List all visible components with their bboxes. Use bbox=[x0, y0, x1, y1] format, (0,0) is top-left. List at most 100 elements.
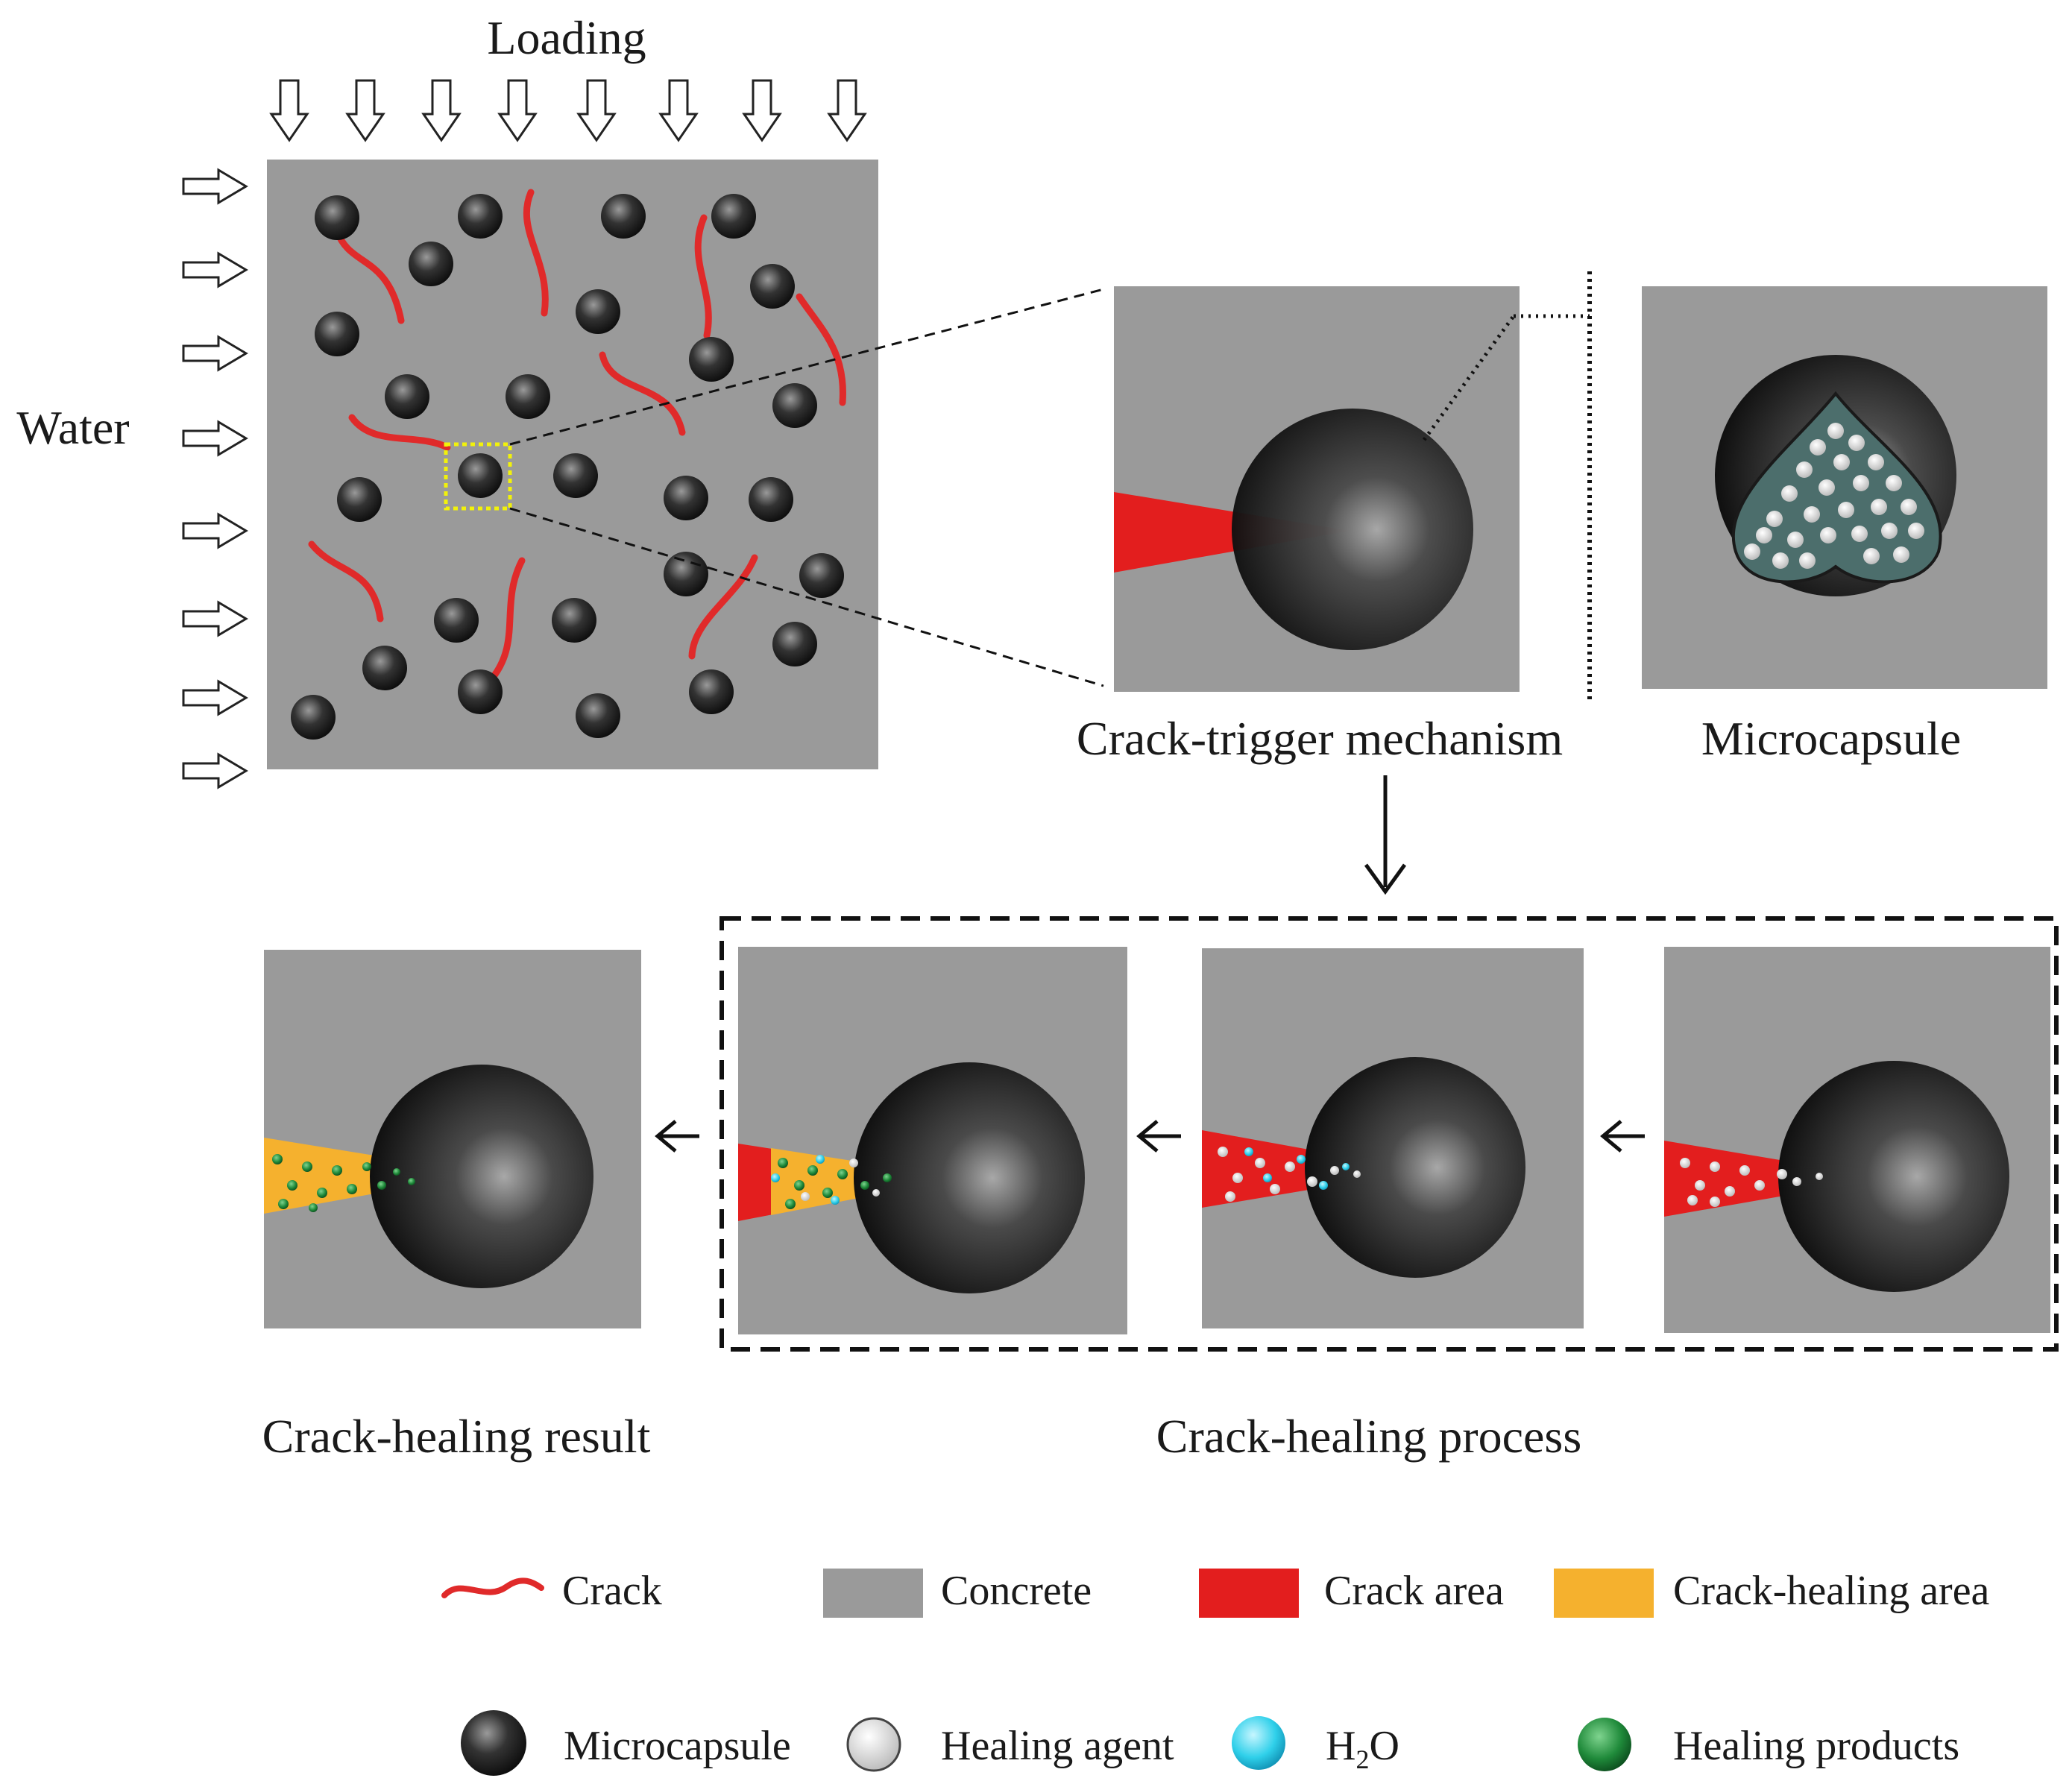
microcapsule-icon bbox=[799, 553, 844, 598]
healing-agent-droplets bbox=[1744, 423, 1924, 569]
healing-stage-1 bbox=[1664, 947, 2050, 1333]
microcapsule-sphere-icon bbox=[1305, 1057, 1525, 1278]
microcapsule-icon bbox=[385, 374, 429, 419]
healing-stage-3 bbox=[738, 947, 1127, 1334]
zoom-line-bottom bbox=[509, 507, 1104, 687]
right-hollow-arrow-icon bbox=[182, 601, 248, 637]
right-hollow-arrow-icon bbox=[182, 420, 248, 456]
microcapsule-icon bbox=[552, 598, 596, 643]
legend-crack-area-label: Crack area bbox=[1324, 1568, 1504, 1614]
microcapsule-icon bbox=[772, 622, 817, 666]
crack bbox=[333, 227, 405, 324]
right-hollow-arrow-icon bbox=[182, 335, 248, 371]
microcapsule-icon bbox=[506, 374, 550, 419]
crack bbox=[694, 214, 712, 339]
legend-healing-agent-label: Healing agent bbox=[941, 1723, 1174, 1769]
concrete-swatch-icon bbox=[823, 1569, 923, 1618]
down-arrow-icon bbox=[1364, 775, 1407, 895]
microcapsule-icon bbox=[711, 194, 756, 239]
legend-healing-products-label: Healing products bbox=[1673, 1723, 1959, 1769]
down-hollow-arrow-icon bbox=[422, 79, 461, 142]
left-arrow-icon bbox=[1136, 1120, 1181, 1153]
microcapsule-icon bbox=[434, 598, 479, 643]
microcapsule-icon bbox=[576, 289, 620, 334]
microcapsule-icon bbox=[362, 646, 407, 690]
crack-area-swatch-icon bbox=[1199, 1569, 1299, 1618]
water-molecule-icon bbox=[1232, 1716, 1285, 1770]
down-hollow-arrow-icon bbox=[498, 79, 537, 142]
loading-label: Loading bbox=[487, 11, 646, 64]
microcapsule-icon bbox=[461, 1710, 526, 1776]
legend-microcapsule-label: Microcapsule bbox=[564, 1723, 791, 1769]
crack-icon bbox=[441, 1577, 544, 1598]
crack bbox=[308, 540, 384, 622]
left-arrow-icon bbox=[1600, 1120, 1645, 1153]
left-arrow-icon bbox=[655, 1120, 699, 1153]
microcapsule-icon bbox=[601, 194, 646, 239]
microcapsule-title: Microcapsule bbox=[1701, 712, 1961, 765]
zoom-highlight-box bbox=[444, 442, 512, 511]
crack bbox=[523, 189, 549, 317]
down-hollow-arrow-icon bbox=[270, 79, 309, 142]
healing-result-label: Crack-healing result bbox=[262, 1410, 651, 1463]
healing-stage-2 bbox=[1202, 948, 1584, 1328]
loading-arrows bbox=[270, 79, 866, 142]
microcapsule-icon bbox=[664, 476, 708, 520]
microcapsule-icon bbox=[315, 195, 359, 240]
legend-crack-label: Crack bbox=[562, 1568, 662, 1614]
microcapsule-icon bbox=[291, 695, 336, 740]
healing-process-frame bbox=[719, 916, 2059, 1352]
crack bbox=[688, 554, 758, 660]
microcapsule-icon bbox=[409, 242, 453, 286]
microcapsule-icon bbox=[458, 194, 503, 239]
microcapsule-icon bbox=[315, 312, 359, 356]
healing-result-panel bbox=[264, 950, 641, 1328]
right-hollow-arrow-icon bbox=[182, 513, 248, 549]
legend-concrete-label: Concrete bbox=[941, 1568, 1092, 1614]
right-hollow-arrow-icon bbox=[182, 680, 248, 716]
crack bbox=[488, 557, 526, 682]
down-hollow-arrow-icon bbox=[828, 79, 866, 142]
crack bbox=[599, 351, 686, 436]
down-hollow-arrow-icon bbox=[577, 79, 616, 142]
microcapsule-icon bbox=[772, 383, 817, 428]
right-hollow-arrow-icon bbox=[182, 252, 248, 288]
cracks bbox=[308, 189, 846, 682]
down-hollow-arrow-icon bbox=[346, 79, 385, 142]
crack-area-wedge bbox=[1114, 492, 1350, 573]
right-hollow-arrow-icon bbox=[182, 168, 248, 204]
microcapsule-icon bbox=[337, 477, 382, 522]
crack bbox=[796, 293, 846, 406]
healing-process-label: Crack-healing process bbox=[1156, 1410, 1581, 1463]
microcapsule-icon bbox=[576, 693, 620, 738]
crack-trigger-label: Crack-trigger mechanism bbox=[1077, 712, 1563, 765]
down-hollow-arrow-icon bbox=[659, 79, 698, 142]
microcapsule-icon bbox=[553, 453, 598, 498]
microcapsule-icon bbox=[750, 264, 795, 309]
water-arrows bbox=[182, 168, 248, 789]
down-hollow-arrow-icon bbox=[743, 79, 781, 142]
microcapsule-icon bbox=[458, 453, 503, 498]
healing-product-icon bbox=[1578, 1718, 1631, 1771]
embedded-microcapsules bbox=[291, 194, 844, 740]
legend: Crack Concrete Crack area Crack-healing … bbox=[441, 1568, 1990, 1776]
legend-healing-area-label: Crack-healing area bbox=[1673, 1568, 1990, 1614]
microcapsule-panel bbox=[1642, 286, 2047, 689]
microcapsule-icon bbox=[689, 337, 734, 382]
legend-water-label: H2O bbox=[1326, 1723, 1399, 1774]
microcapsule-sphere-icon bbox=[1232, 409, 1473, 650]
microcapsule-icon bbox=[749, 477, 793, 522]
microcapsule-icon bbox=[458, 669, 503, 714]
microcapsule-sphere-icon bbox=[854, 1062, 1085, 1293]
microcapsule-icon bbox=[664, 552, 708, 596]
crack bbox=[348, 414, 451, 451]
water-label: Water bbox=[16, 401, 129, 454]
healing-area-swatch-icon bbox=[1554, 1569, 1654, 1618]
microcapsule-sphere-icon bbox=[1778, 1061, 2009, 1292]
microcapsule-sphere-icon bbox=[370, 1065, 593, 1288]
right-hollow-arrow-icon bbox=[182, 753, 248, 789]
microcapsule-icon bbox=[689, 669, 734, 714]
healing-agent-icon bbox=[846, 1717, 901, 1772]
crack-trigger-panel bbox=[1114, 286, 1590, 692]
